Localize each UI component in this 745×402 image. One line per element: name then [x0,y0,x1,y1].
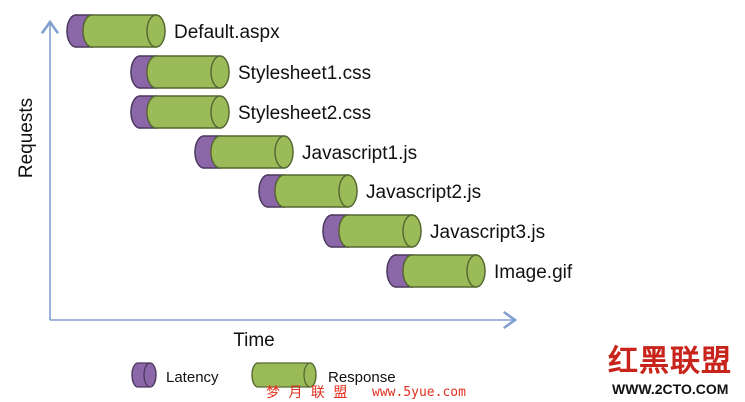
response-segment [274,174,358,208]
request-bar: Stylesheet1.css [130,55,371,89]
request-bar: Stylesheet2.css [130,95,371,129]
response-segment [210,135,294,169]
legend-latency-right-cap [143,362,157,388]
response-segment [338,214,422,248]
legend-response-label: Response [328,369,396,386]
watermark-logo-url: WWW.2CTO.COM [612,381,728,397]
response-segment [82,14,166,48]
request-bar: Javascript2.js [258,174,481,208]
y-axis-label: Requests [16,98,37,178]
request-label: Stylesheet1.css [238,63,371,84]
request-label: Javascript3.js [430,222,545,243]
legend-response-swatch [251,362,317,388]
legend: Latency Response [131,362,396,388]
request-bar: Javascript1.js [194,135,417,169]
response-segment [146,95,230,129]
watermark-middle-text: www.5yue.com [372,385,466,400]
request-bar: Image.gif [386,254,573,288]
legend-response-right-cap [303,362,317,388]
request-label: Stylesheet2.css [238,103,371,124]
legend-latency-label: Latency [166,369,219,386]
request-bars: Default.aspxStylesheet1.cssStylesheet2.c… [66,14,573,288]
x-axis-label: Time [233,330,275,351]
request-label: Javascript2.js [366,182,481,203]
watermark-left-text: 梦 月 联 盟 [266,385,349,401]
legend-latency-swatch [131,362,157,388]
response-segment [146,55,230,89]
response-segment [402,254,486,288]
request-label: Javascript1.js [302,143,417,164]
request-bar: Javascript3.js [322,214,545,248]
request-label: Default.aspx [174,22,280,43]
watermark-logo-text: 红黑联盟 [608,344,732,379]
request-label: Image.gif [494,262,573,283]
request-bar: Default.aspx [66,14,280,48]
